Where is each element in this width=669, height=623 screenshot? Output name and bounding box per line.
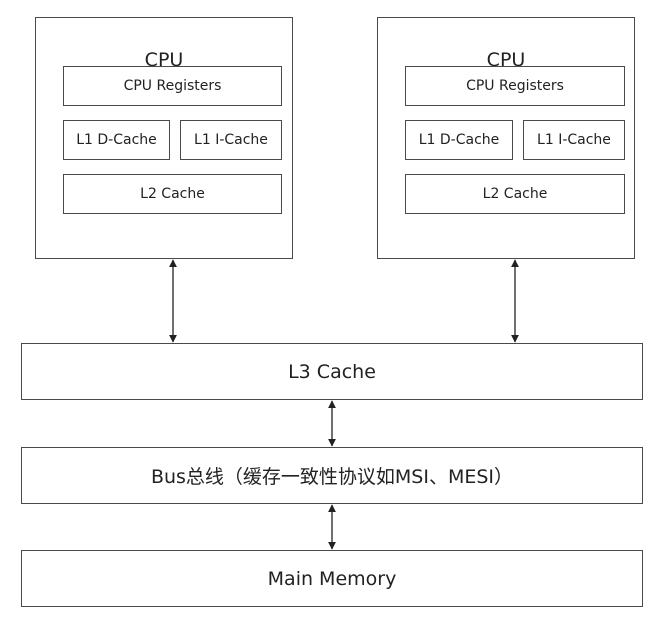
main-memory-box: Main Memory bbox=[21, 550, 643, 607]
cpu-registers-box-2: CPU Registers bbox=[405, 66, 625, 106]
l1-d-cache-box-2: L1 D-Cache bbox=[405, 120, 513, 160]
l1-i-cache-box-1: L1 I-Cache bbox=[180, 120, 282, 160]
l2-cache-box-2: L2 Cache bbox=[405, 174, 625, 214]
cpu-title-2: CPU bbox=[486, 49, 526, 71]
bus-box: Bus总线（缓存一致性协议如MSI、MESI） bbox=[21, 447, 643, 504]
l1-d-cache-box-1: L1 D-Cache bbox=[63, 120, 170, 160]
cpu-title-1: CPU bbox=[144, 49, 184, 71]
l3-cache-box: L3 Cache bbox=[21, 343, 643, 400]
l2-cache-box-1: L2 Cache bbox=[63, 174, 282, 214]
cpu-registers-box-1: CPU Registers bbox=[63, 66, 282, 106]
l1-i-cache-box-2: L1 I-Cache bbox=[523, 120, 625, 160]
